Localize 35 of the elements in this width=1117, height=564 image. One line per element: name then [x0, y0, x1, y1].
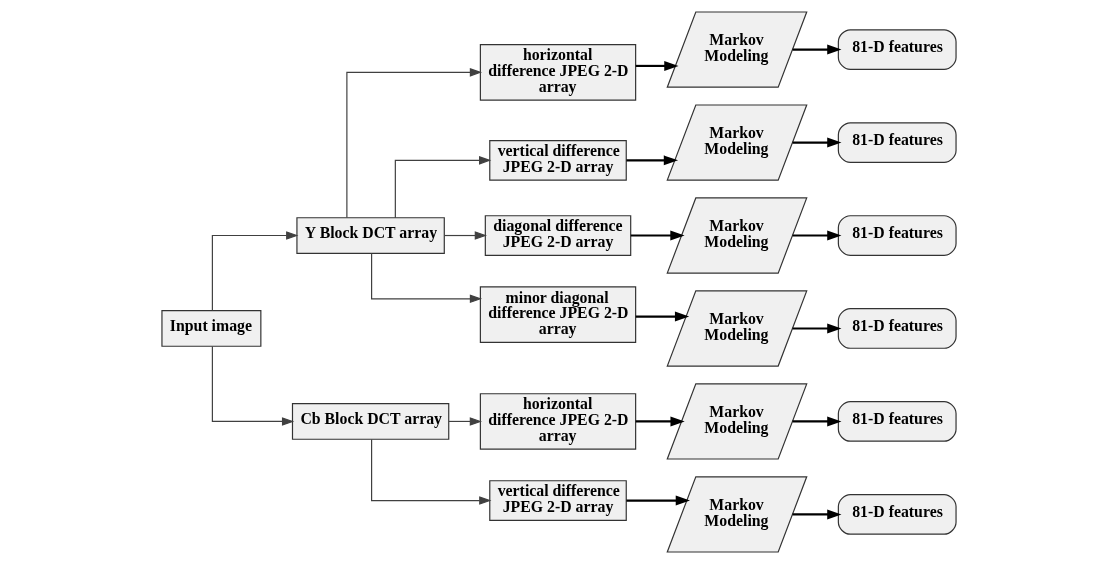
node-box: vertical difference JPEG 2-D array: [488, 480, 627, 521]
node-box: 81-D features: [837, 122, 957, 163]
arrow: [792, 44, 841, 55]
arrow: [792, 509, 841, 520]
arrow: [211, 231, 298, 312]
arrow: [370, 252, 482, 304]
node-box: Input image: [160, 310, 261, 347]
arrow: [345, 68, 482, 219]
node-box: Y Block DCT array: [295, 217, 445, 254]
node-box: diagonal difference JPEG 2-D array: [484, 215, 631, 256]
arrow: [370, 438, 491, 505]
arrow: [792, 416, 841, 427]
arrow: [630, 230, 685, 241]
arrow: [792, 323, 841, 334]
node-box: minor diagonal difference JPEG 2-D array: [479, 286, 636, 343]
node-box: 81-D features: [837, 308, 957, 349]
arrow: [625, 495, 690, 506]
arrow: [792, 230, 841, 241]
node-box: 81-D features: [837, 29, 957, 70]
node-box: 81-D features: [837, 215, 957, 256]
node-box: horizontal difference JPEG 2-D array: [479, 44, 636, 101]
arrow: [635, 311, 689, 322]
node-box: Cb Block DCT array: [291, 403, 449, 440]
arrow: [625, 155, 678, 166]
arrow: [635, 416, 685, 427]
arrow: [394, 156, 491, 219]
node-box: horizontal difference JPEG 2-D array: [479, 393, 636, 450]
arrow: [635, 60, 679, 71]
arrow: [792, 137, 841, 148]
arrow: [443, 231, 487, 240]
node-box: 81-D features: [837, 401, 957, 442]
arrow: [447, 417, 482, 426]
arrow: [211, 345, 294, 426]
node-box: 81-D features: [837, 494, 957, 535]
node-box: vertical difference JPEG 2-D array: [488, 140, 627, 181]
